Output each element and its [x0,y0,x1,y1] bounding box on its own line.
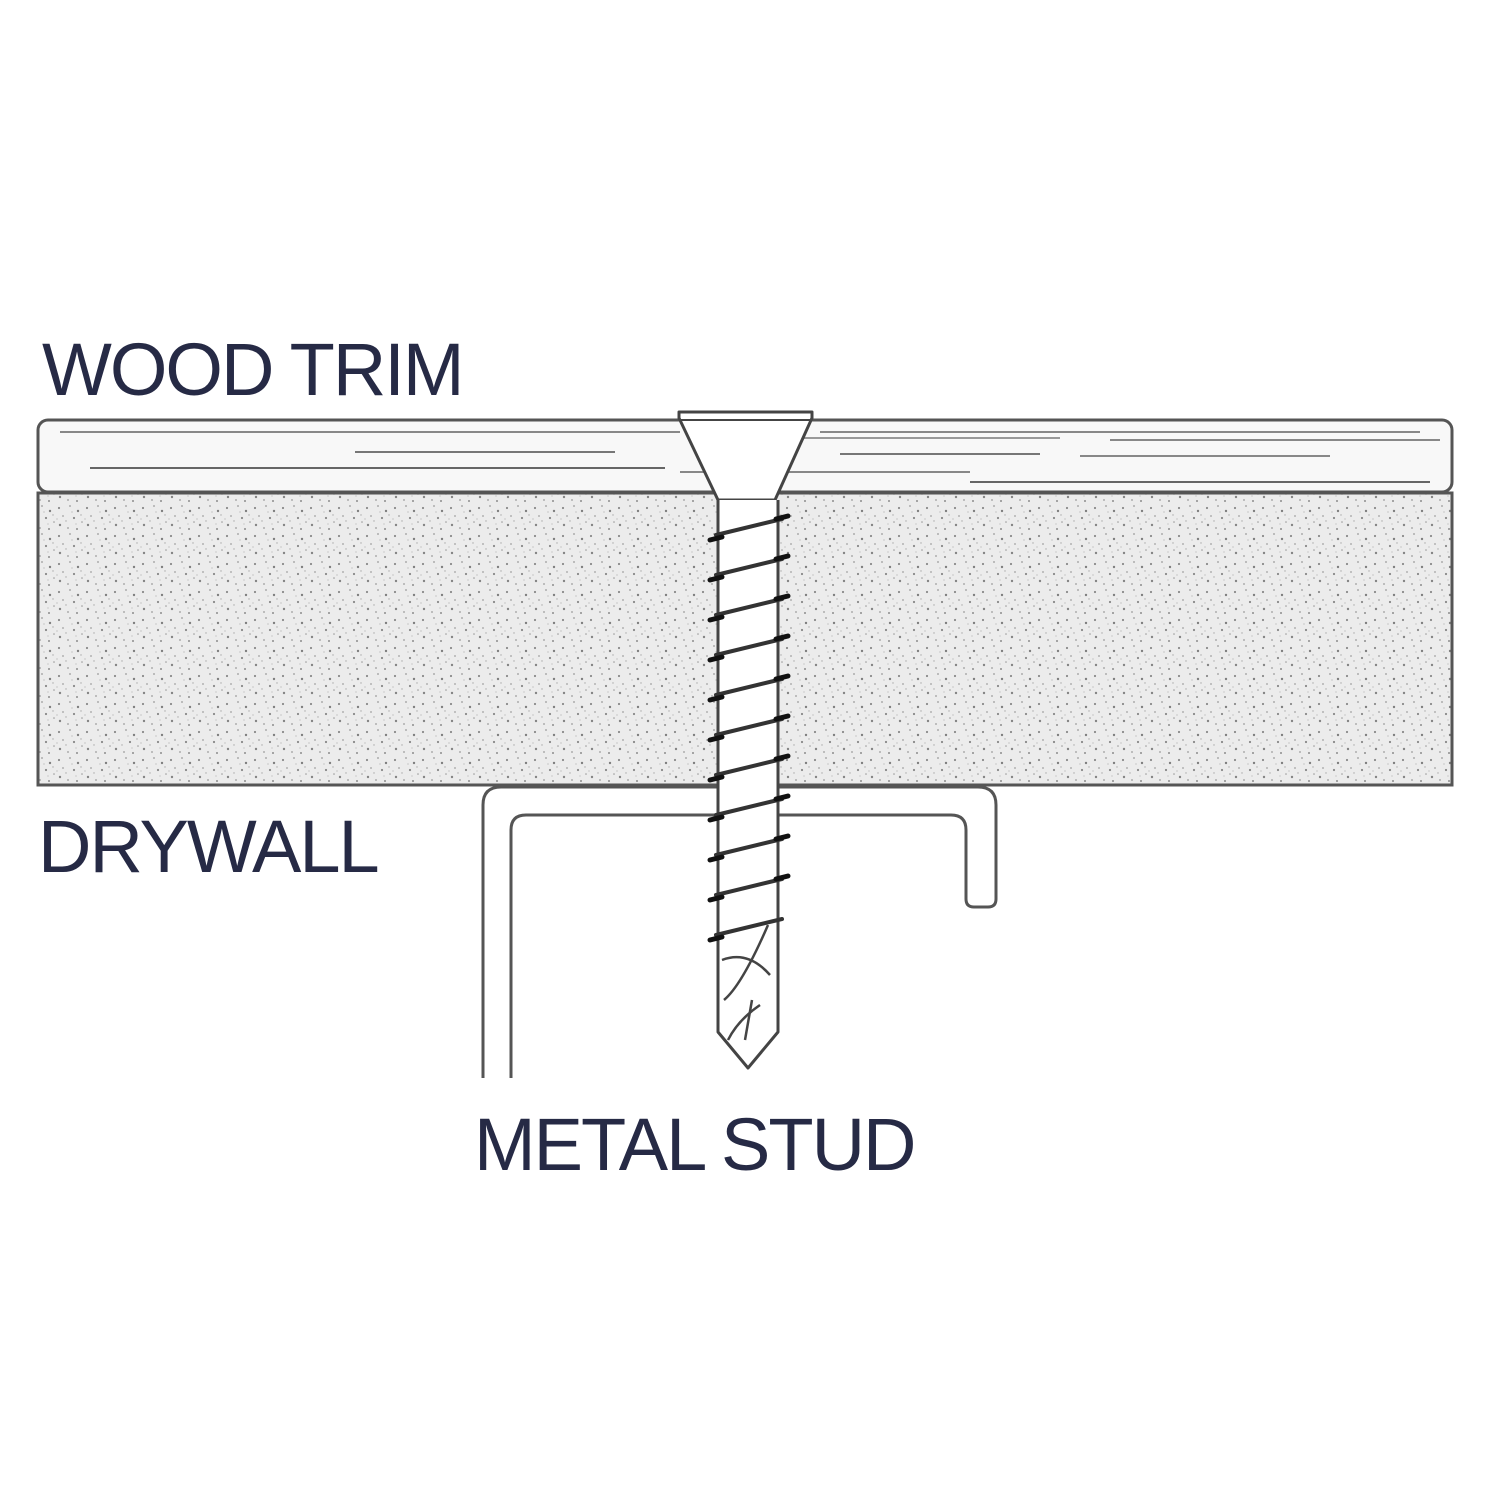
metal-stud [481,785,998,1078]
screw-drill-tip [721,924,771,1041]
metal-stud-label: METAL STUD [474,1103,914,1186]
drywall-label: DRYWALL [38,805,378,888]
screw-threads [714,517,784,937]
wood-trim-label: WOOD TRIM [42,328,462,411]
screw-shank [716,500,780,1070]
screw-thread-edges [707,513,791,943]
screw [677,410,814,1070]
